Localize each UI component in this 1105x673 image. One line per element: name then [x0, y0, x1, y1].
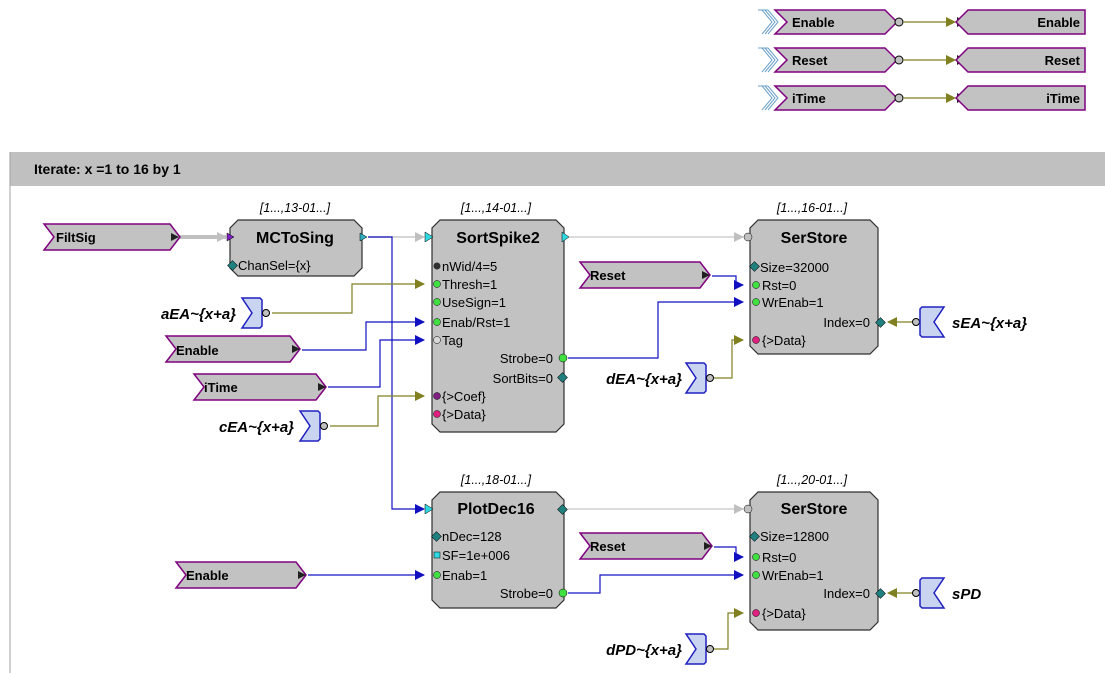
iterate-label: Iterate: x =1 to 16 by 1	[34, 161, 181, 177]
serstore-1-index: [1...,16-01...]	[776, 201, 848, 215]
serstore-1-output-index: Index=0	[823, 315, 870, 330]
constant-dea[interactable]: dEA~{x+a}	[606, 362, 714, 394]
plotdec16-param-ndec: nDec=128	[442, 529, 502, 544]
block-sortspike2[interactable]: [1...,14-01...] SortSpike2 nWid/4=5 Thre…	[424, 201, 570, 433]
serstore-2-index: [1...,20-01...]	[776, 473, 848, 487]
constant-spd[interactable]: sPD	[912, 577, 982, 609]
reset-dest-tag[interactable]	[954, 47, 1086, 73]
plotdec16-output-strobe: Strobe=0	[500, 586, 553, 601]
reset-1-label: Reset	[590, 268, 626, 283]
sortspike2-param-usesign: UseSign=1	[442, 295, 506, 310]
serstore-2-param-wrenab: WrEnab=1	[762, 568, 824, 583]
spd-label: sPD	[952, 586, 981, 603]
block-mctosing[interactable]: [1...,13-01...] MCToSing ChanSel={x}	[226, 201, 368, 277]
serstore-1-param-wrenab: WrEnab=1	[762, 295, 824, 310]
mctosing-param-chansel: ChanSel={x}	[238, 258, 311, 273]
plotdec16-param-enab: Enab=1	[442, 568, 487, 583]
sortspike2-coef-input: {>Coef}	[442, 389, 486, 404]
sortspike2-param-tag: Tag	[442, 333, 463, 348]
block-plotdec16[interactable]: [1...,18-01...] PlotDec16 nDec=128 SF=1e…	[424, 473, 568, 609]
sortspike2-output-sortbits: SortBits=0	[493, 371, 553, 386]
enable-1-label: Enable	[176, 343, 219, 358]
tag-itime[interactable]: iTime	[192, 373, 327, 401]
reset-dest-label: Reset	[1045, 53, 1081, 68]
plotdec16-index: [1...,18-01...]	[460, 473, 532, 487]
enable-dest-tag[interactable]	[954, 9, 1086, 35]
tag-filtsig[interactable]: FiltSig	[42, 223, 181, 251]
global-tag-row-enable: Enable Enable	[758, 9, 1086, 35]
reset-source-label: Reset	[792, 53, 828, 68]
dpd-label: dPD~{x+a}	[606, 642, 682, 659]
block-serstore-2[interactable]: [1...,20-01...] SerStore Size=12800 Rst=…	[743, 473, 886, 631]
aea-label: aEA~{x+a}	[161, 306, 236, 323]
global-tag-row-itime: iTime iTime	[758, 85, 1086, 111]
sortspike2-output-strobe: Strobe=0	[500, 351, 553, 366]
serstore-2-param-rst: Rst=0	[762, 550, 796, 565]
constant-aea[interactable]: aEA~{x+a}	[161, 297, 270, 329]
enable-2-label: Enable	[186, 568, 229, 583]
serstore-1-data-input: {>Data}	[762, 333, 806, 348]
cea-label: cEA~{x+a}	[219, 419, 294, 436]
enable-source-tag[interactable]	[773, 9, 899, 35]
serstore-1-param-rst: Rst=0	[762, 278, 796, 293]
sortspike2-data-input: {>Data}	[442, 407, 486, 422]
tag-enable-2[interactable]: Enable	[174, 561, 307, 589]
wires	[180, 232, 918, 650]
dea-label: dEA~{x+a}	[606, 371, 682, 388]
filtsig-label: FiltSig	[56, 230, 96, 245]
itime-label: iTime	[204, 380, 238, 395]
enable-source-label: Enable	[792, 15, 835, 30]
constant-sea[interactable]: sEA~{x+a}	[912, 306, 1028, 338]
tag-enable-1[interactable]: Enable	[164, 335, 301, 363]
block-serstore-1[interactable]: [1...,16-01...] SerStore Size=32000 Rst=…	[743, 201, 886, 355]
sortspike2-param-nwid: nWid/4=5	[442, 259, 497, 274]
itime-dest-tag[interactable]	[954, 85, 1086, 111]
iterate-header-bar[interactable]	[10, 152, 1105, 186]
constant-cea[interactable]: cEA~{x+a}	[219, 410, 328, 442]
serstore-2-title: SerStore	[781, 501, 848, 518]
tag-reset-2[interactable]: Reset	[578, 532, 713, 560]
serstore-1-title: SerStore	[781, 230, 848, 247]
serstore-2-data-input: {>Data}	[762, 606, 806, 621]
plotdec16-title: PlotDec16	[457, 501, 534, 518]
iterate-macro: Iterate: x =1 to 16 by 1	[9, 152, 1105, 673]
reset-source-tag[interactable]	[773, 47, 899, 73]
reset-2-label: Reset	[590, 539, 626, 554]
enable-dest-label: Enable	[1037, 15, 1080, 30]
plotdec16-param-sf: SF=1e+006	[442, 548, 510, 563]
sea-label: sEA~{x+a}	[952, 315, 1027, 332]
mctosing-index: [1...,13-01...]	[259, 201, 331, 215]
serstore-1-param-size: Size=32000	[760, 260, 829, 275]
mctosing-title: MCToSing	[256, 230, 334, 247]
tag-reset-1[interactable]: Reset	[578, 261, 711, 289]
serstore-2-param-size: Size=12800	[760, 529, 829, 544]
sortspike2-index: [1...,14-01...]	[460, 201, 532, 215]
itime-source-label: iTime	[792, 91, 826, 106]
itime-source-tag[interactable]	[773, 85, 899, 111]
sortspike2-param-enabrst: Enab/Rst=1	[442, 315, 510, 330]
constant-dpd[interactable]: dPD~{x+a}	[606, 633, 714, 665]
global-tag-row-reset: Reset Reset	[758, 47, 1086, 73]
sortspike2-param-thresh: Thresh=1	[442, 277, 497, 292]
sortspike2-title: SortSpike2	[456, 230, 540, 247]
itime-dest-label: iTime	[1046, 91, 1080, 106]
serstore-2-output-index: Index=0	[823, 586, 870, 601]
